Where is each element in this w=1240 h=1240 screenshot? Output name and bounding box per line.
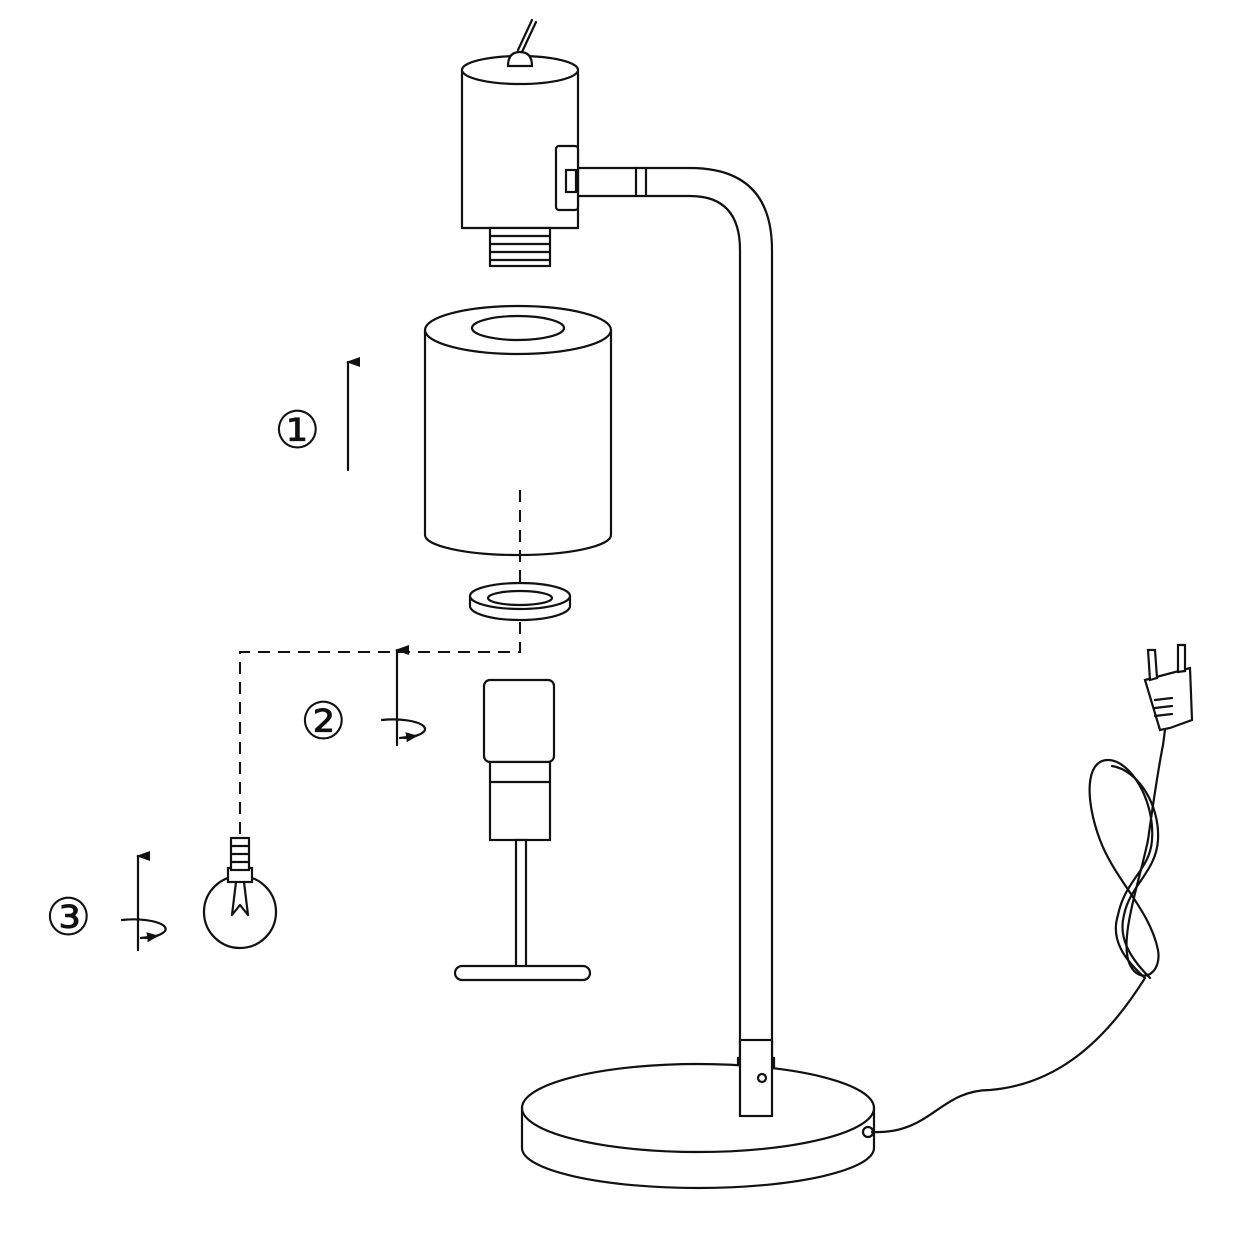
lamp-base <box>520 1038 876 1190</box>
step-2-label: ② <box>300 692 347 752</box>
guide-line <box>239 490 521 835</box>
socket-housing <box>460 18 580 268</box>
lamp-socket <box>453 678 592 982</box>
lamp-arm <box>570 166 776 1120</box>
rotate-icon <box>120 918 167 940</box>
step-1-label: ① <box>274 401 321 461</box>
rotate-icon <box>380 718 426 740</box>
step-3-label: ③ <box>45 888 92 948</box>
power-cord <box>870 643 1194 1134</box>
light-bulb <box>202 836 278 950</box>
glass-shade <box>423 304 613 557</box>
shade-ring <box>468 581 572 622</box>
